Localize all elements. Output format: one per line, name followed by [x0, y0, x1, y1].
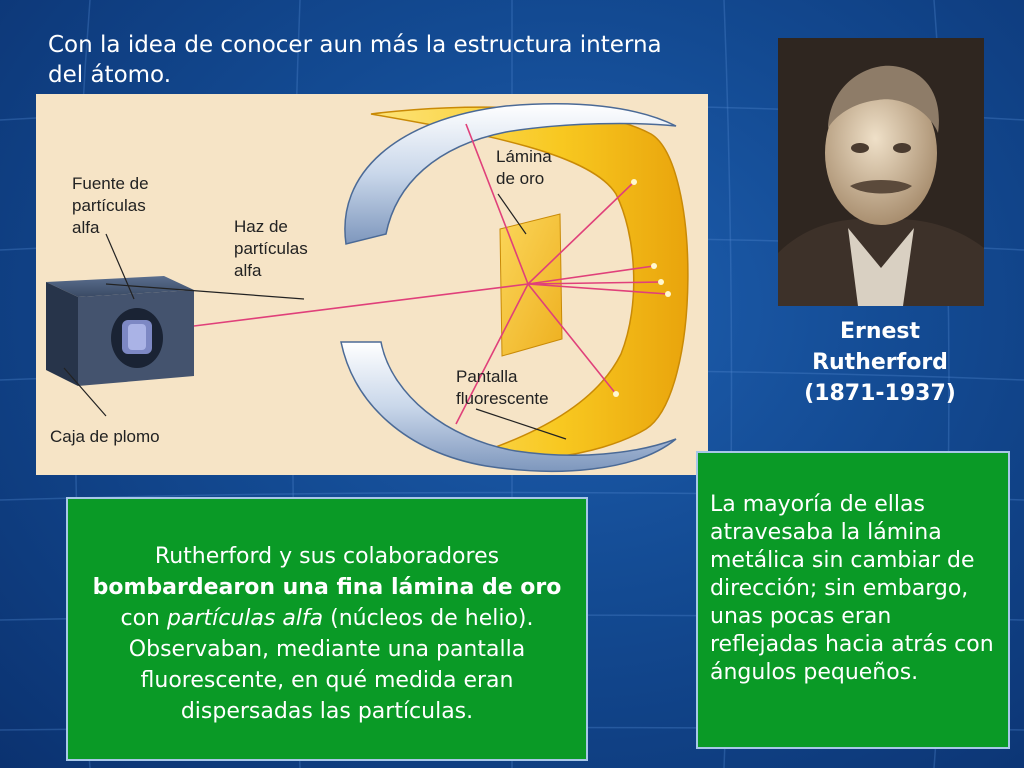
caption-last-name: Rutherford [812, 350, 948, 375]
experiment-description-box: Rutherford y sus colaboradores bombardea… [66, 497, 588, 761]
lead-box [46, 276, 194, 386]
label-screen: Pantalla fluorescente [456, 367, 549, 408]
intro-text: Con la idea de conocer aun más la estruc… [48, 32, 662, 88]
portrait-caption: Ernest Rutherford (1871-1937) [768, 316, 992, 409]
caption-years: (1871-1937) [804, 381, 956, 406]
screen-rim-top [344, 103, 677, 245]
label-foil: Lámina de oro [496, 147, 557, 188]
label-beam: Haz de partículas alfa [234, 217, 312, 280]
caption-first-name: Ernest [839, 319, 921, 344]
rutherford-portrait [778, 38, 984, 306]
label-lead-box: Caja de plomo [50, 427, 160, 446]
result-description-box: La mayoría de ellas atravesaba la lámina… [696, 451, 1010, 749]
rutherford-experiment-diagram: Fuente de partículas alfa Haz de partícu… [36, 94, 708, 475]
italic-phrase: partículas alfa [167, 606, 324, 631]
alpha-rays [193, 123, 669, 425]
screen-rim-bottom [340, 341, 677, 472]
label-source: Fuente de partículas alfa [72, 174, 153, 237]
bold-phrase: bombardearon una fina lámina de oro [92, 575, 562, 600]
